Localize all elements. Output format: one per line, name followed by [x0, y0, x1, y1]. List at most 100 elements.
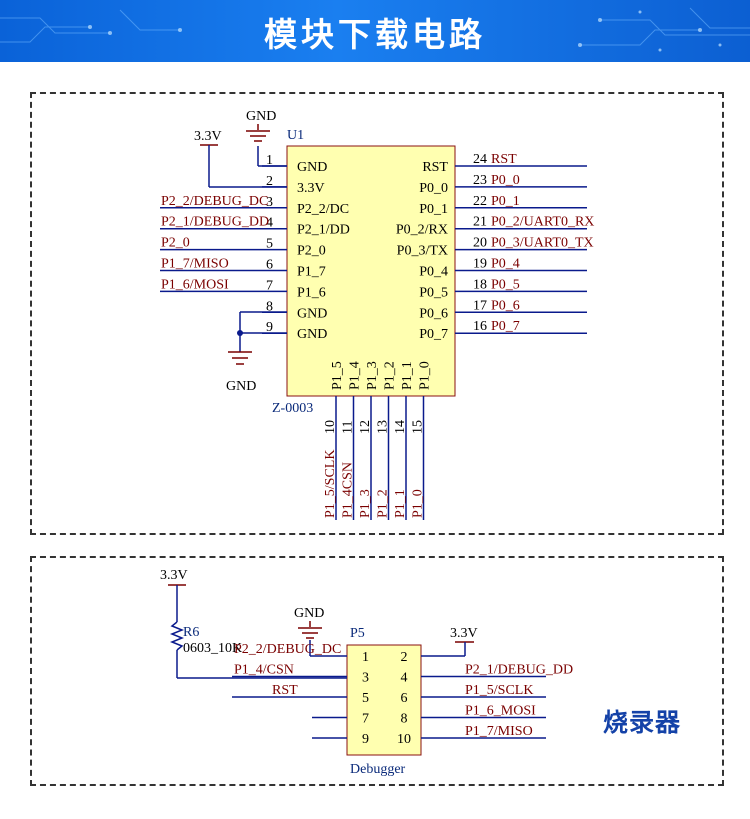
- u1-pin-name-11: P1_4: [348, 361, 363, 390]
- u1-net-18: P0_5: [491, 277, 520, 292]
- u1-net-21: P0_2/UART0_RX: [491, 215, 594, 230]
- u1-pin-name-14: P1_1: [400, 361, 415, 390]
- gnd-debugger-icon: [298, 621, 322, 639]
- u1-pin-name-18: P0_5: [419, 285, 448, 300]
- circuit-decoration-icon: [0, 7, 750, 52]
- u1-pin-name-3: P2_2/DC: [297, 202, 349, 217]
- u1-part: Z-0003: [272, 401, 313, 416]
- u1-pin-num-18: 18: [473, 277, 487, 292]
- header-banner: 模块下载电路: [0, 0, 750, 62]
- u1-pin-name-10: P1_5: [330, 361, 345, 390]
- u1-net-22: P0_1: [491, 194, 520, 209]
- debugger-net-6: P1_5/SCLK: [465, 683, 533, 698]
- debugger-header: P5 Debugger GND 3.3V R6 0603_10K 3.3V 13…: [160, 568, 573, 777]
- u1-pin-name-15: P1_0: [418, 361, 433, 390]
- debugger-vcc-left-label: 3.3V: [160, 568, 188, 583]
- u1-pin-name-8: GND: [297, 306, 327, 321]
- debugger-pin-num-10: 10: [397, 732, 411, 747]
- u1-net-12: P1_3: [358, 489, 373, 518]
- u1-pin-num-2: 2: [266, 174, 273, 189]
- debugger-net-5: RST: [272, 683, 298, 698]
- debugger-net-3: P1_4/CSN: [234, 663, 294, 678]
- u1-net-4: P2_1/DEBUG_DD: [161, 215, 269, 230]
- u1-net-11: P1_4CSN: [341, 462, 356, 518]
- u1-pin-num-19: 19: [473, 257, 487, 272]
- u1-pin-name-20: P0_3/TX: [397, 244, 448, 259]
- u1-pin-num-21: 21: [473, 215, 487, 230]
- u1-pin-name-17: P0_6: [419, 306, 448, 321]
- u1-pin-name-22: P0_1: [419, 202, 448, 217]
- u1-pin-name-5: P2_0: [297, 244, 326, 259]
- page-title: 模块下载电路: [264, 15, 486, 54]
- debugger-pin-num-6: 6: [401, 691, 408, 706]
- debugger-circuit-panel: [30, 556, 724, 786]
- u1-designator: U1: [287, 128, 304, 143]
- u1-pin-num-11: 11: [341, 421, 356, 434]
- u1-body: [286, 145, 456, 397]
- u1-pin-num-12: 12: [358, 420, 373, 434]
- u1-pin-name-12: P1_3: [365, 361, 380, 390]
- u1-pin-num-5: 5: [266, 237, 273, 252]
- u1-vcc-label: 3.3V: [194, 129, 222, 144]
- u1-net-19: P0_4: [491, 257, 520, 272]
- debugger-body: [346, 644, 422, 756]
- resistor-designator: R6: [183, 625, 199, 640]
- debugger-pin-num-2: 2: [401, 650, 408, 665]
- u1-pin-name-7: P1_6: [297, 285, 326, 300]
- debugger-net-1: P2_2/DEBUG_DC: [234, 642, 341, 657]
- u1-pin-num-24: 24: [473, 152, 487, 167]
- u1-net-13: P1_2: [376, 489, 391, 518]
- u1-pin-num-9: 9: [266, 320, 273, 335]
- module-circuit-panel: [30, 92, 724, 535]
- u1-pin-name-19: P0_4: [419, 265, 448, 280]
- u1-pin-name-21: P0_2/RX: [396, 223, 448, 238]
- debugger-pin-num-9: 9: [362, 732, 369, 747]
- debugger-pin-num-4: 4: [401, 671, 408, 686]
- u1-pin-num-6: 6: [266, 258, 273, 273]
- debugger-name: Debugger: [350, 762, 406, 777]
- u1-net-23: P0_0: [491, 173, 520, 188]
- u1-gnd-bottom-label: GND: [226, 379, 256, 394]
- u1-pin-num-13: 13: [376, 420, 391, 434]
- u1-net-15: P1_0: [411, 489, 426, 518]
- u1-pin-num-16: 16: [473, 319, 487, 334]
- u1-net-5: P2_0: [161, 236, 190, 251]
- u1-pin-name-24: RST: [422, 160, 448, 175]
- u1-pin-name-9: GND: [297, 327, 327, 342]
- u1-net-14: P1_1: [393, 489, 408, 518]
- u1-pin-name-1: GND: [297, 160, 327, 175]
- u1-pin-num-8: 8: [266, 299, 273, 314]
- u1-pin-name-13: P1_2: [383, 361, 398, 390]
- u1-net-17: P0_6: [491, 298, 520, 313]
- u1-pin-name-6: P1_7: [297, 265, 326, 280]
- u1-pin-num-22: 22: [473, 194, 487, 209]
- debugger-pin-num-1: 1: [362, 650, 369, 665]
- debugger-gnd-label: GND: [294, 606, 324, 621]
- u1-pin-num-17: 17: [473, 298, 487, 313]
- u1-net-16: P0_7: [491, 319, 520, 334]
- u1-pin-num-14: 14: [393, 420, 408, 434]
- u1-pin-name-23: P0_0: [419, 181, 448, 196]
- u1-pin-name-2: 3.3V: [297, 181, 325, 196]
- u1-pin-num-7: 7: [266, 278, 273, 293]
- u1-pin-num-23: 23: [473, 173, 487, 188]
- debugger-net-8: P1_6_MOSI: [465, 704, 536, 719]
- u1-pin-num-1: 1: [266, 153, 273, 168]
- u1-net-20: P0_3/UART0_TX: [491, 236, 594, 251]
- programmer-label: 烧录器: [603, 708, 682, 737]
- u1-net-7: P1_6/MOSI: [161, 277, 229, 292]
- debugger-vcc-right-label: 3.3V: [450, 626, 478, 641]
- debugger-pin-num-8: 8: [401, 712, 408, 727]
- u1-pin-num-20: 20: [473, 236, 487, 251]
- gnd-top-icon: [246, 124, 270, 142]
- debugger-pin-num-5: 5: [362, 691, 369, 706]
- u1-pin-num-3: 3: [266, 195, 273, 210]
- u1-net-24: RST: [491, 152, 517, 167]
- u1-pin-num-10: 10: [323, 420, 338, 434]
- debugger-net-10: P1_7/MISO: [465, 724, 533, 739]
- u1-chip: U1 Z-0003 GND 3.3V GND GND 1 3.3V 2P2_2/DC 3…: [160, 109, 594, 520]
- debugger-designator: P5: [350, 626, 365, 641]
- gnd-bottom-icon: [228, 351, 252, 365]
- u1-pin-name-4: P2_1/DD: [297, 223, 350, 238]
